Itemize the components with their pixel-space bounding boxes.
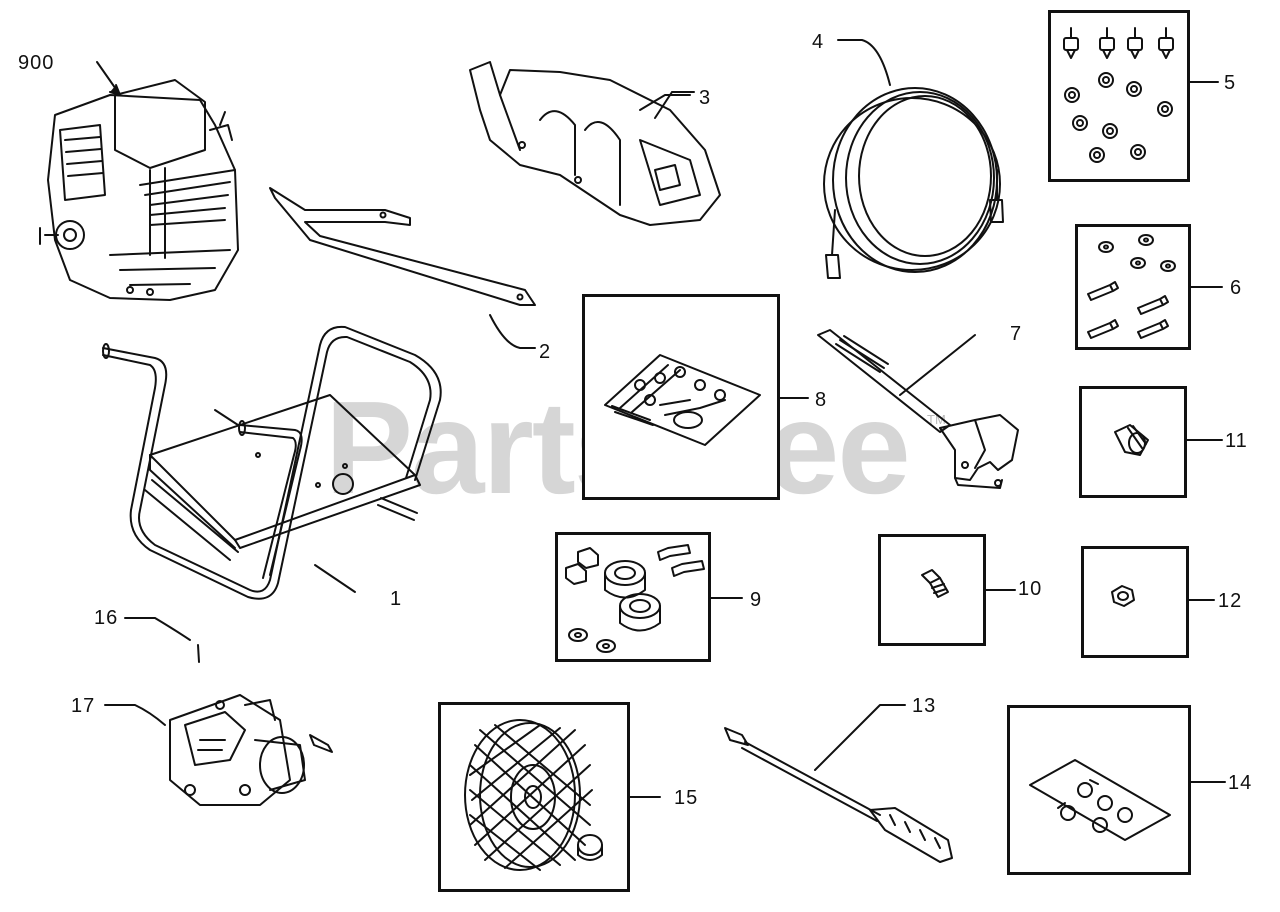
callout-1[interactable]: 1	[390, 588, 403, 610]
callout-17[interactable]: 17	[71, 695, 96, 717]
callout-8[interactable]: 8	[815, 389, 828, 411]
callout-14[interactable]: 14	[1228, 772, 1253, 794]
pump-17-drawing	[104, 694, 333, 806]
callout-7[interactable]: 7	[1010, 323, 1023, 345]
wand-13-drawing	[724, 704, 953, 863]
shroud-drawing	[469, 61, 721, 226]
hardware-5-drawing	[1063, 27, 1174, 163]
callout-4[interactable]: 4	[812, 31, 825, 53]
callout-3[interactable]: 3	[699, 87, 712, 109]
callout-9[interactable]: 9	[750, 589, 763, 611]
callout-12[interactable]: 12	[1218, 590, 1243, 612]
callout-6[interactable]: 6	[1230, 277, 1243, 299]
fitting-10-drawing	[921, 569, 949, 598]
nut-12-drawing	[1111, 585, 1135, 607]
hose-drawing	[823, 39, 1004, 279]
callout-13[interactable]: 13	[912, 695, 937, 717]
quick-connect-11-drawing	[1114, 424, 1149, 456]
box-part-11[interactable]	[1079, 386, 1187, 498]
handle-bar-drawing	[269, 187, 536, 349]
callout-11[interactable]: 11	[1225, 430, 1248, 452]
hardware-9-drawing	[565, 544, 705, 653]
engine-drawing	[39, 61, 239, 301]
kit-8-drawing	[604, 354, 761, 446]
box-part-10[interactable]	[878, 534, 986, 646]
hardware-6-drawing	[1087, 234, 1176, 339]
box-part-15[interactable]	[438, 702, 630, 892]
callout-5[interactable]: 5	[1224, 72, 1237, 94]
callout-10[interactable]: 10	[1018, 578, 1043, 600]
callout-15[interactable]: 15	[674, 787, 699, 809]
box-part-12[interactable]	[1081, 546, 1189, 658]
frame-drawing	[102, 325, 442, 600]
pin-16-drawing	[124, 617, 200, 663]
watermark-trademark: TM	[927, 412, 946, 427]
wheel-15-drawing	[464, 719, 603, 871]
spray-gun-drawing	[817, 329, 1019, 489]
callout-2[interactable]: 2	[539, 341, 552, 363]
callout-900[interactable]: 900	[18, 52, 55, 74]
callout-16[interactable]: 16	[94, 607, 119, 629]
kit-14-drawing	[1029, 759, 1171, 841]
